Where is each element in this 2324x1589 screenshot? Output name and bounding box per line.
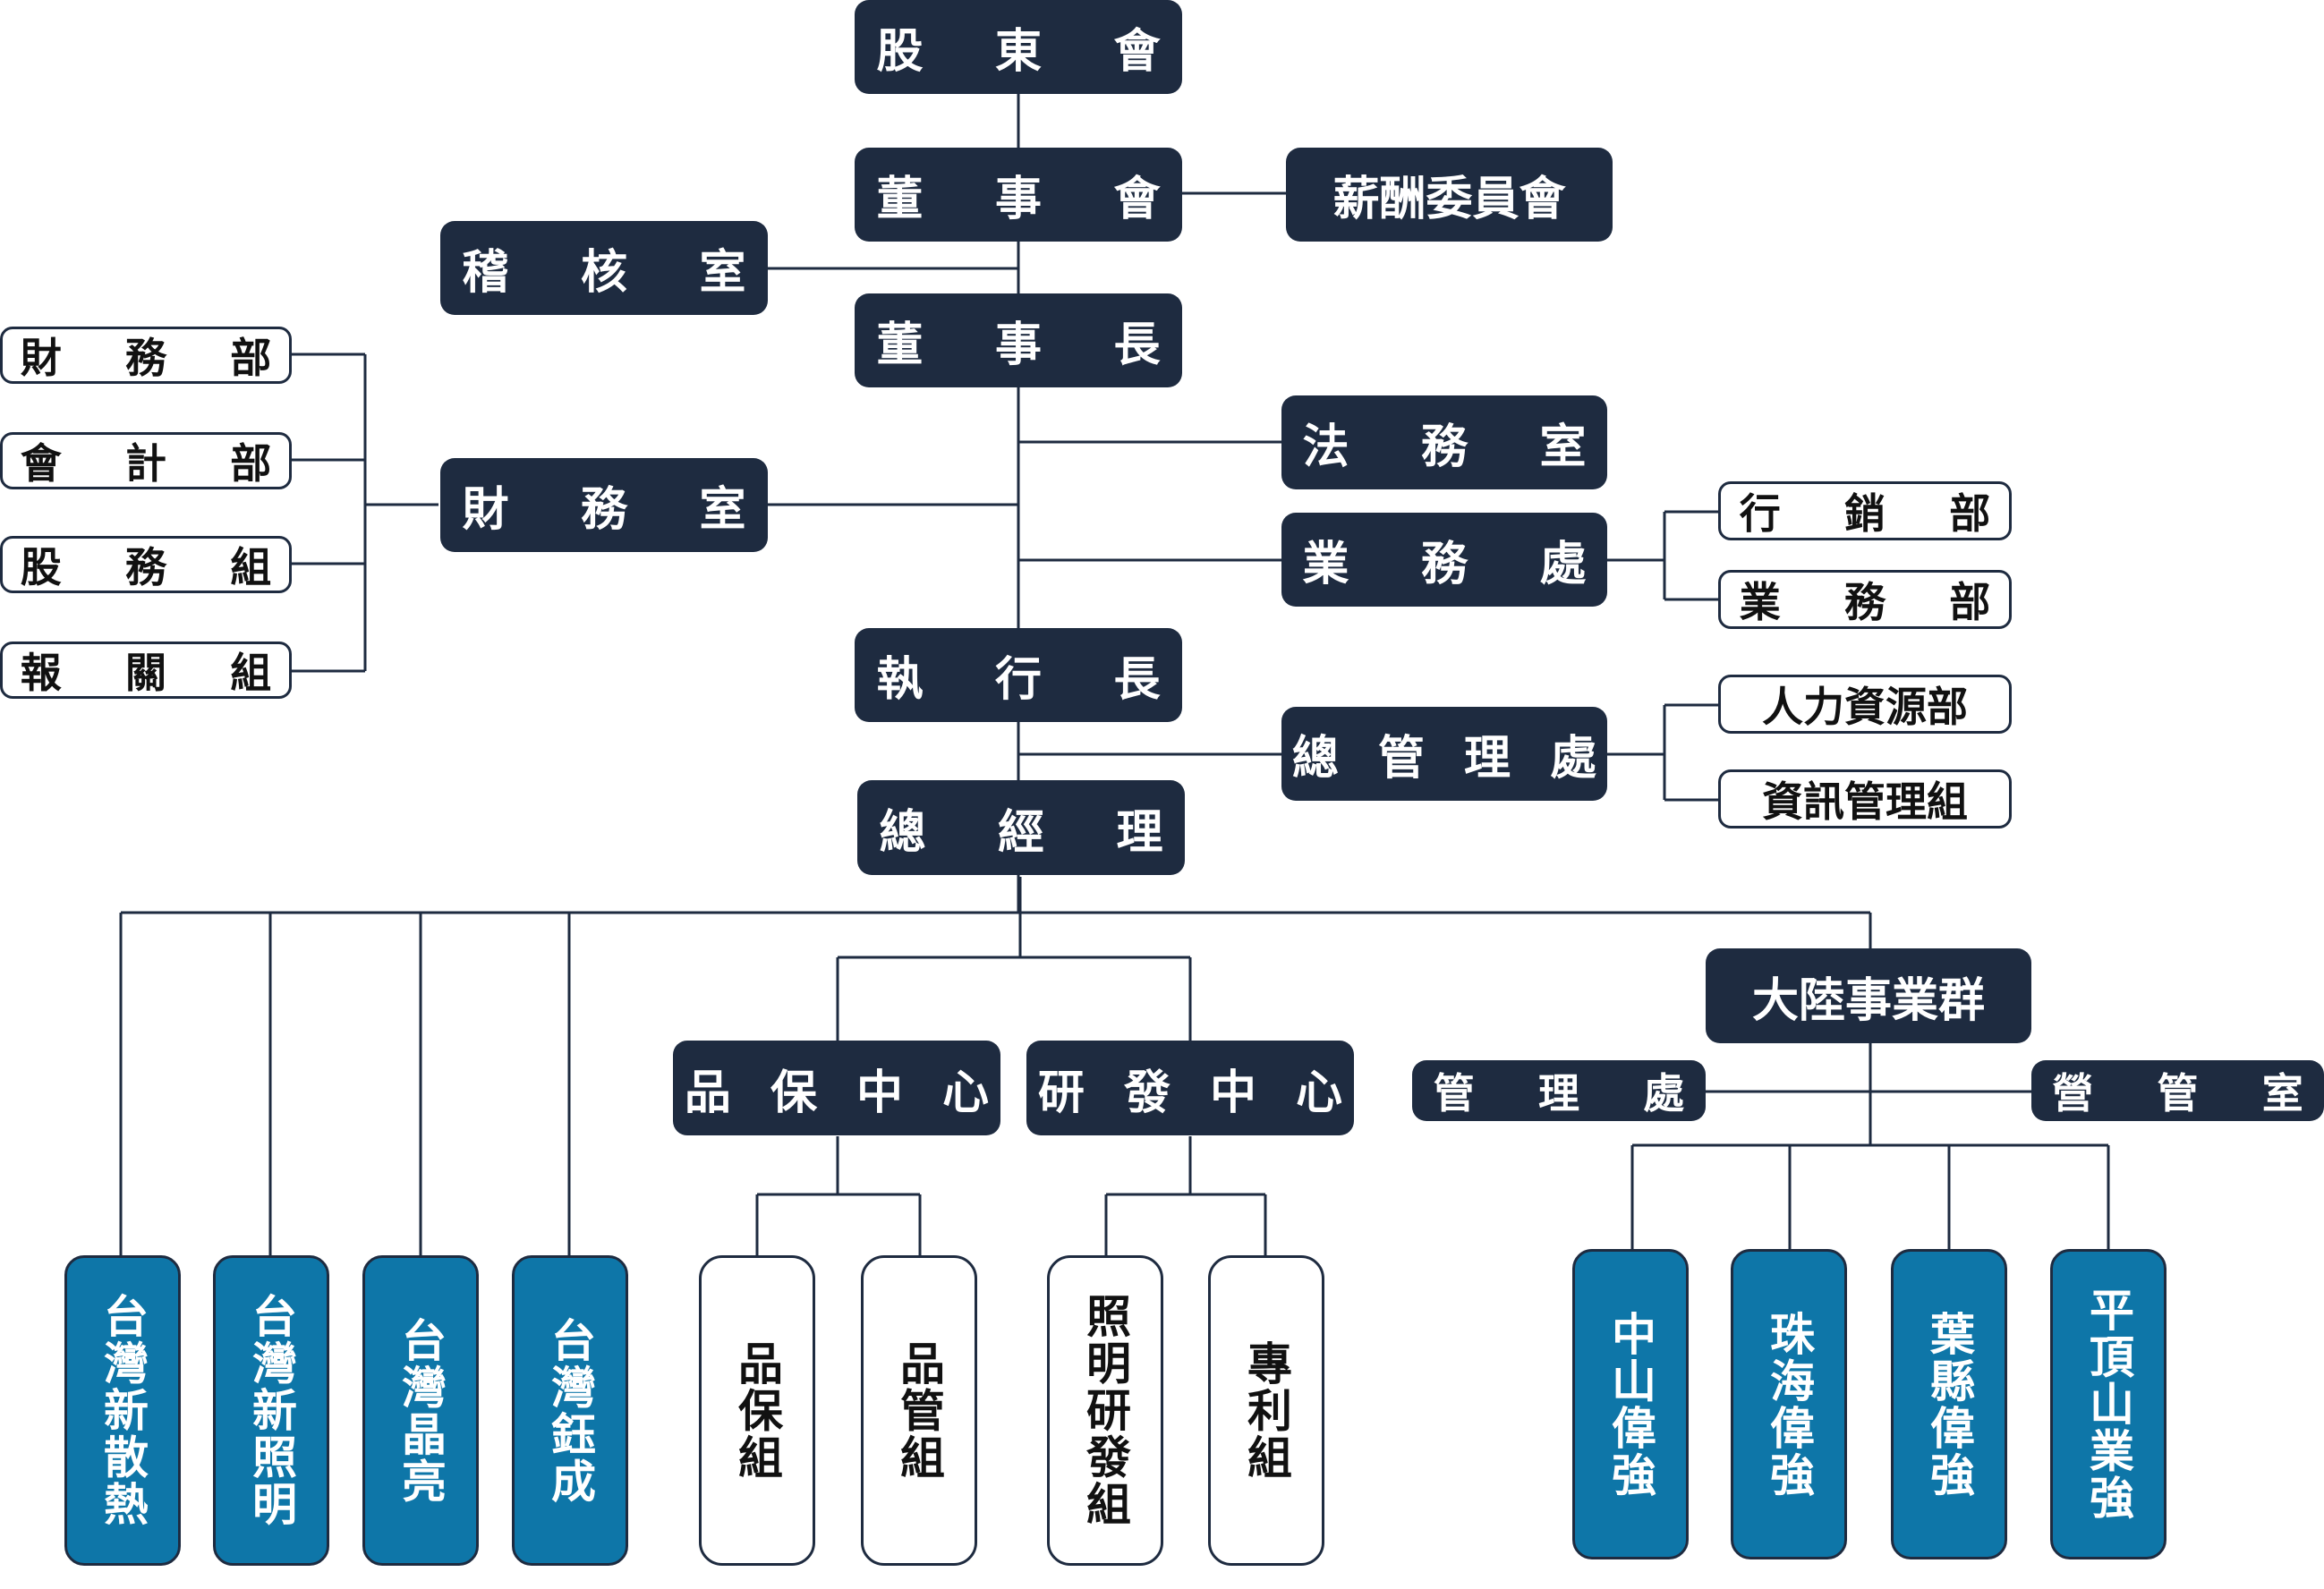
stock-affairs-box: 股 務 組 — [0, 536, 292, 593]
sales-division-label: 業 務 處 — [1302, 538, 1614, 591]
audit-office-box: 稽 核 室 — [440, 221, 768, 315]
operations-office-box: 營 管 室 — [2031, 1060, 2324, 1121]
tw-yucheng-box: 台灣鈺成 — [512, 1255, 628, 1566]
compensation-committee-label: 薪酬委員會 — [1332, 173, 1566, 226]
legal-office-label: 法 務 室 — [1302, 421, 1614, 474]
zhongshan-label: 中山偉強 — [1605, 1310, 1656, 1499]
stock-affairs-label: 股 務 組 — [20, 543, 296, 591]
yexian-box: 葉縣偉強 — [1891, 1249, 2007, 1559]
ceo-box: 執 行 長 — [855, 628, 1182, 722]
china-business-group-label: 大陸事業群 — [1751, 973, 1985, 1028]
pingdingshan-label: 平頂山業強 — [2082, 1287, 2134, 1522]
patent-group-label: 專利組 — [1240, 1339, 1292, 1482]
sales-division-box: 業 務 處 — [1281, 513, 1607, 607]
tw-thermal-box: 台灣新散熱 — [64, 1255, 181, 1566]
it-group-box: 資訊管理組 — [1718, 769, 2012, 828]
qc-group-label: 品管組 — [893, 1339, 945, 1482]
management-office-box: 管 理 處 — [1412, 1060, 1706, 1121]
zhuhai-label: 珠海偉強 — [1763, 1310, 1815, 1499]
qa-center-label: 品 保 中 心 — [684, 1066, 1001, 1120]
rd-center-box: 研 發 中 心 — [1026, 1041, 1354, 1135]
tw-crystal-label: 台灣晶亮 — [395, 1316, 447, 1505]
chairman-box: 董 事 長 — [855, 293, 1182, 387]
tw-lighting-box: 台灣新照明 — [213, 1255, 329, 1566]
accounting-dept-label: 會 計 部 — [20, 439, 296, 488]
general-manager-box: 總 經 理 — [857, 780, 1185, 875]
hr-dept-label: 人力資源部 — [1762, 683, 1968, 731]
accounting-dept-box: 會 計 部 — [0, 432, 292, 489]
qa-group-box: 品保組 — [699, 1255, 815, 1566]
management-office-label: 管 理 處 — [1433, 1069, 1709, 1117]
customs-label: 報 關 組 — [20, 649, 296, 697]
pingdingshan-box: 平頂山業強 — [2050, 1249, 2167, 1559]
zhongshan-box: 中山偉強 — [1572, 1249, 1689, 1559]
chairman-label: 董 事 長 — [876, 319, 1188, 372]
it-group-label: 資訊管理組 — [1762, 778, 1968, 826]
lighting-rd-box: 照明研發組 — [1047, 1255, 1163, 1566]
hr-dept-box: 人力資源部 — [1718, 675, 2012, 734]
marketing-dept-label: 行 銷 部 — [1739, 489, 2015, 538]
ceo-label: 執 行 長 — [876, 653, 1188, 707]
qc-group-box: 品管組 — [861, 1255, 977, 1566]
general-management-label: 總 管 理 處 — [1291, 732, 1609, 786]
sales-dept-label: 業 務 部 — [1739, 578, 2015, 626]
marketing-dept-box: 行 銷 部 — [1718, 481, 2012, 540]
finance-office-label: 財 務 室 — [462, 483, 774, 537]
operations-office-label: 營 管 室 — [2052, 1069, 2324, 1117]
qa-center-box: 品 保 中 心 — [673, 1041, 1000, 1135]
shareholders-box: 股 東 會 — [855, 0, 1182, 94]
shareholders-label: 股 東 會 — [876, 25, 1188, 79]
finance-dept-label: 財 務 部 — [20, 334, 296, 382]
finance-office-box: 財 務 室 — [440, 458, 768, 552]
lighting-rd-label: 照明研發組 — [1079, 1293, 1131, 1528]
board-label: 董 事 會 — [876, 173, 1188, 226]
audit-office-label: 稽 核 室 — [462, 246, 774, 300]
tw-crystal-box: 台灣晶亮 — [362, 1255, 479, 1566]
customs-box: 報 關 組 — [0, 642, 292, 699]
general-management-box: 總 管 理 處 — [1281, 707, 1607, 801]
board-box: 董 事 會 — [855, 148, 1182, 242]
zhuhai-box: 珠海偉強 — [1731, 1249, 1847, 1559]
rd-center-label: 研 發 中 心 — [1037, 1066, 1355, 1120]
compensation-committee-box: 薪酬委員會 — [1286, 148, 1613, 242]
general-manager-label: 總 經 理 — [879, 805, 1191, 860]
tw-thermal-label: 台灣新散熱 — [97, 1293, 149, 1528]
patent-group-box: 專利組 — [1208, 1255, 1324, 1566]
finance-dept-box: 財 務 部 — [0, 327, 292, 384]
tw-yucheng-label: 台灣鈺成 — [544, 1316, 596, 1505]
yexian-label: 葉縣偉強 — [1923, 1310, 1975, 1499]
sales-dept-box: 業 務 部 — [1718, 570, 2012, 629]
qa-group-label: 品保組 — [731, 1339, 783, 1482]
legal-office-box: 法 務 室 — [1281, 395, 1607, 489]
tw-lighting-label: 台灣新照明 — [245, 1293, 297, 1528]
china-business-group-box: 大陸事業群 — [1706, 948, 2031, 1043]
